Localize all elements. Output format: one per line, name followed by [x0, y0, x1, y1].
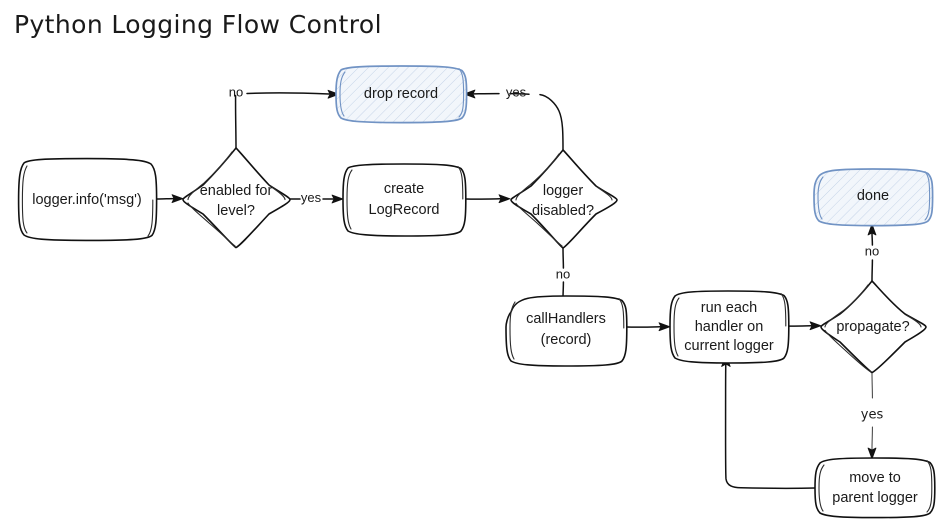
node-run-handlers[interactable]: run each handler on current logger [669, 290, 790, 364]
node-label-disabled-line1: logger [543, 183, 583, 199]
page-title: Python Logging Flow Control [14, 10, 382, 39]
node-label-enabled-line1: enabled for [200, 183, 273, 199]
node-label-runhandlers-line2: handler on [695, 319, 764, 335]
edge-enabled-to-drop: no [229, 84, 340, 149]
node-callhandlers[interactable]: callHandlers (record) [505, 295, 628, 367]
edge-label-enabled-no: no [229, 84, 243, 99]
node-label-runhandlers-line1: run each [701, 300, 757, 316]
nodes-layer: logger.info('msg') enabled for level? dr… [17, 65, 936, 519]
edge-propagate-to-moveparent: yes [861, 371, 884, 460]
node-label-disabled-line2: disabled? [532, 203, 594, 219]
node-label-callhandlers-line1: callHandlers [526, 311, 606, 327]
edges-layer: no yes yes [156, 84, 884, 490]
edge-start-to-enabled [156, 194, 184, 203]
node-label-runhandlers-line3: current logger [684, 338, 774, 354]
edge-label-propagate-yes: yes [861, 408, 884, 423]
node-logger-info[interactable]: logger.info('msg') [17, 157, 158, 242]
edge-label-propagate-no: no [865, 243, 879, 258]
node-label-logger-info: logger.info('msg') [32, 192, 142, 208]
node-propagate[interactable]: propagate? [820, 280, 927, 374]
node-drop-record[interactable]: drop record [335, 65, 468, 124]
edge-label-enabled-yes: yes [301, 190, 322, 205]
node-label-create-line1: create [384, 181, 424, 197]
node-label-moveparent-line2: parent logger [832, 490, 918, 506]
node-done[interactable]: done [813, 168, 934, 227]
node-label-create-line2: LogRecord [369, 202, 440, 218]
node-create-logrecord[interactable]: create LogRecord [342, 163, 467, 237]
edge-runhandlers-to-propagate [785, 321, 822, 331]
edge-disabled-to-drop: yes [463, 84, 564, 151]
edge-label-disabled-no: no [556, 266, 570, 281]
node-label-callhandlers-line2: (record) [541, 332, 592, 348]
node-label-drop-record: drop record [364, 86, 438, 102]
edge-label-disabled-yes: yes [506, 84, 527, 99]
node-label-done: done [857, 188, 889, 204]
edge-callhandlers-to-runhandlers [626, 322, 671, 332]
node-enabled-for-level[interactable]: enabled for level? [182, 147, 291, 249]
edge-moveparent-to-runhandlers [721, 354, 816, 490]
node-label-propagate: propagate? [836, 319, 909, 335]
node-logger-disabled[interactable]: logger disabled? [510, 149, 618, 249]
node-label-enabled-line2: level? [217, 203, 255, 219]
edge-propagate-to-done: no [865, 223, 879, 282]
edge-create-to-disabled [465, 194, 511, 204]
edge-enabled-to-create: yes [289, 190, 344, 205]
node-move-parent[interactable]: move to parent logger [814, 457, 936, 519]
node-label-moveparent-line1: move to [849, 470, 901, 486]
